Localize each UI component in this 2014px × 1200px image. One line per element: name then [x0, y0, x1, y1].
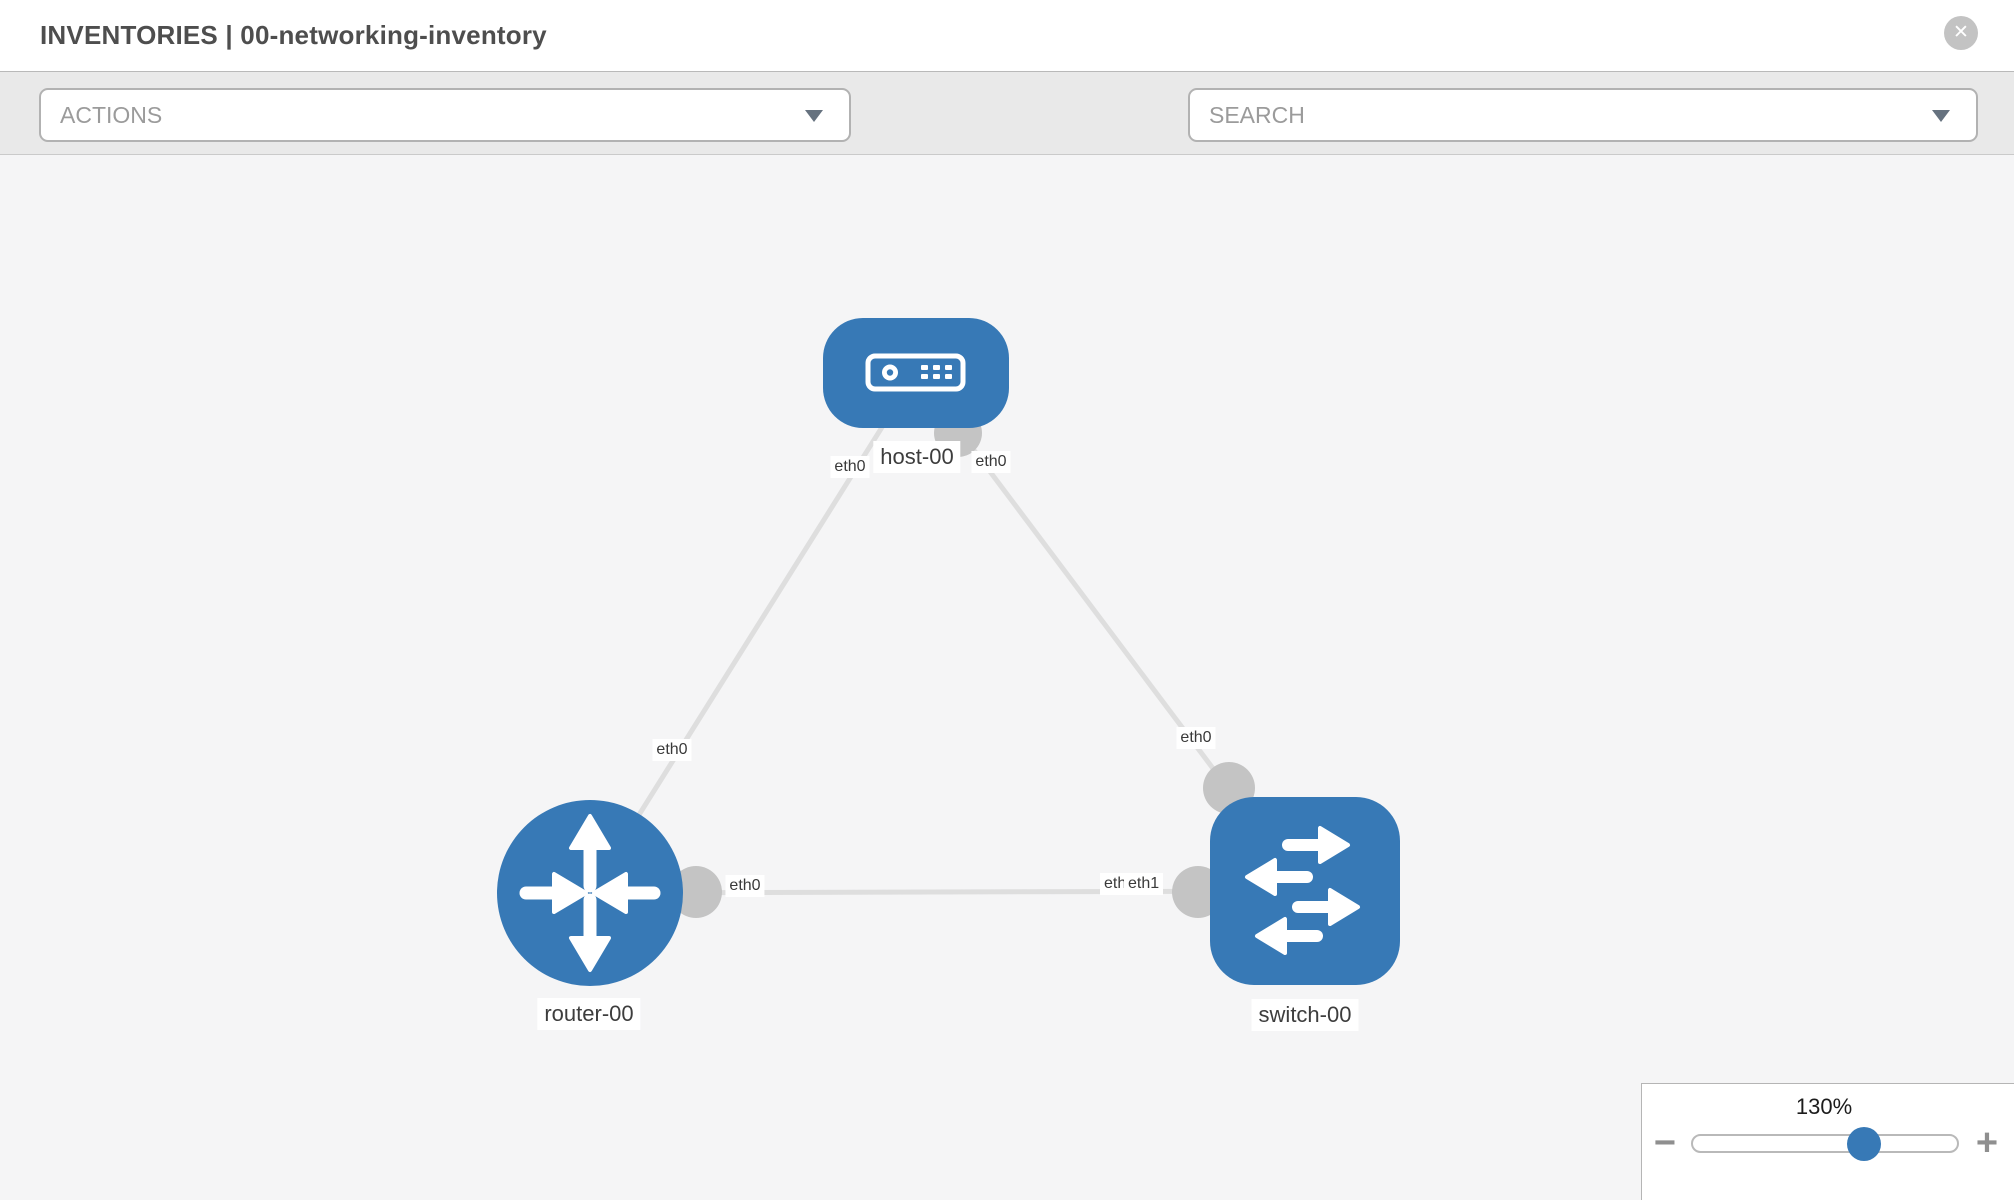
topology-canvas[interactable] [0, 155, 2014, 1200]
switch-icon [1245, 826, 1360, 955]
node-router-00[interactable] [497, 800, 683, 986]
port-label-host-eth0-left: eth0 [830, 456, 870, 478]
search-input[interactable]: SEARCH [1188, 88, 1978, 142]
topology-graph [497, 318, 1400, 986]
router-icon [519, 814, 661, 972]
port-label-switch-eth1-left: eth1 [1124, 873, 1164, 895]
zoom-slider-handle[interactable] [1847, 1127, 1881, 1161]
node-host-00[interactable] [823, 318, 1009, 428]
header-bar: INVENTORIES | 00-networking-inventory ✕ [0, 0, 2014, 72]
chevron-down-icon [1932, 110, 1950, 122]
search-placeholder: SEARCH [1209, 102, 1305, 128]
page-title: INVENTORIES | 00-networking-inventory [40, 20, 547, 50]
node-label-switch-00[interactable]: switch-00 [1251, 999, 1359, 1031]
port-label-router-eth0-top: eth0 [652, 739, 692, 761]
port-label-switch-eth0-top: eth0 [1176, 727, 1216, 749]
actions-dropdown[interactable]: ACTIONS [39, 88, 851, 142]
actions-dropdown-label: ACTIONS [60, 102, 163, 128]
node-label-host-00[interactable]: host-00 [873, 441, 961, 473]
host-icon [865, 353, 966, 392]
node-label-router-00[interactable]: router-00 [537, 998, 641, 1030]
zoom-out-button[interactable]: − [1653, 1122, 1677, 1164]
zoom-in-button[interactable]: + [1975, 1122, 1999, 1164]
node-switch-00[interactable] [1210, 797, 1400, 985]
port-dot-router-eth0 [670, 866, 722, 918]
chevron-down-icon [805, 110, 823, 122]
zoom-level-readout: 130% [1795, 1094, 1853, 1119]
zoom-slider-track[interactable] [1691, 1134, 1959, 1153]
port-label-host-eth0-right: eth0 [971, 451, 1011, 473]
close-icon[interactable]: ✕ [1944, 16, 1978, 50]
port-label-router-eth0-right: eth0 [725, 875, 765, 897]
toolbar: ACTIONS SEARCH [0, 72, 2014, 200]
zoom-panel: 130% − + [1641, 1083, 2014, 1200]
